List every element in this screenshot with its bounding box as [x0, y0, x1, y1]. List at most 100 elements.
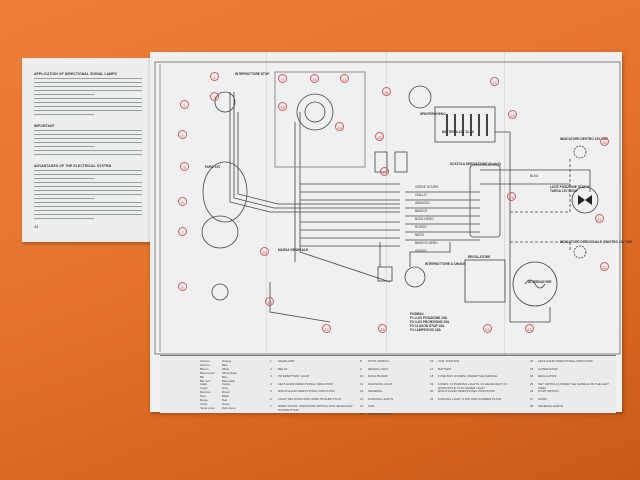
- text-line: [34, 178, 94, 180]
- callout-number: 26: [260, 247, 269, 256]
- legend-item-number: 24: [530, 374, 534, 378]
- callout-number: 27: [322, 324, 331, 333]
- label-battery: BATTERIA 12V 12 Ah: [442, 130, 474, 134]
- text-line: [34, 194, 142, 196]
- text-line: [34, 78, 142, 80]
- color-english: Blue: [222, 374, 228, 379]
- color-italian: Azzurro: [200, 362, 210, 367]
- callout-number: 19: [507, 192, 516, 201]
- callout-number: 25: [378, 324, 387, 333]
- fuse-title: FUSIBILI:: [410, 312, 425, 316]
- text-line: [34, 198, 94, 200]
- text-line: [34, 206, 142, 208]
- legend-item-label: DASH BOARD: [368, 374, 388, 378]
- color-italian: Rosso: [200, 398, 208, 402]
- color-english: White: [222, 366, 230, 371]
- fuse-item: F4 LAMPEGGIO 16A: [410, 328, 441, 332]
- legend-item-label: BATTERY: [438, 366, 452, 371]
- legend-item-label: FUSES: F1 PARKING LIGHTS, F2 HEADLIGHT, …: [438, 381, 507, 390]
- text-line: [34, 94, 94, 96]
- color-english: Green: [222, 401, 230, 406]
- callout-number: 4: [178, 130, 187, 139]
- callout-number: 14: [380, 167, 389, 176]
- wire-label: GRIGIO: [415, 249, 427, 253]
- wire-label: BIANCO-NERO: [415, 241, 438, 245]
- color-english: Orange: [222, 359, 232, 363]
- text-line: [34, 90, 142, 92]
- wire-label: ARANCIO: [415, 201, 430, 205]
- legend-item-number: 20: [430, 389, 434, 393]
- color-italian: Verde: [200, 401, 208, 406]
- text-line: [34, 214, 142, 216]
- callout-number: 7: [178, 227, 187, 236]
- legend-item-number: 4: [270, 381, 272, 386]
- callout-number: 21: [595, 214, 604, 223]
- legend-item-number: 22: [530, 359, 534, 363]
- legend-item-label: FUSE BOX (FUSES) UNDER THE SADDLE: [438, 374, 498, 378]
- legend-item-label: STOP SWITCH: [538, 389, 559, 393]
- text-line: [34, 146, 94, 148]
- legend-item-number: 23: [530, 366, 534, 371]
- legend-item-number: 15: [360, 411, 364, 416]
- legend-item-label: PARKING LIGHTS: [368, 396, 393, 401]
- text-line: [34, 110, 142, 112]
- legend-item-label: SPARKING PLUG: [368, 411, 393, 416]
- legend-item-label: DAZZLING LIGHT: [368, 381, 393, 386]
- text-line: [34, 218, 94, 220]
- callout-number: 24: [483, 324, 492, 333]
- callout-number: 15: [375, 132, 384, 141]
- color-english: Yellow: [222, 382, 230, 387]
- legend-item-number: 16: [430, 359, 434, 363]
- color-italian: Blu-nero: [200, 378, 211, 383]
- fuse-item: F1 LUCI POSIZIONE 16A: [410, 316, 448, 320]
- text-line: [34, 130, 142, 132]
- callout-number: 20: [600, 137, 609, 146]
- callout-number: 3: [210, 92, 219, 101]
- callout-number: 18: [508, 110, 517, 119]
- manual-left-page: APPLICATION OF DIRECTIONAL SIGNAL LAMPS …: [22, 58, 155, 242]
- text-line: [34, 134, 142, 136]
- label-right-indicator: INDICATORE DESTRO 12V 18W: [560, 137, 608, 141]
- heading-advantages: ADVANTAGES OF THE ELECTRICAL SYSTEM: [34, 164, 112, 168]
- label-left-indicator: INDICATORE DIREZIONALE SINISTRO 12V 18W: [560, 240, 632, 244]
- legend-item-number: 3: [270, 374, 272, 378]
- color-english: White-black: [222, 370, 237, 375]
- label-stop-switch: INTERRUTTORE STOP: [235, 72, 270, 76]
- color-italian: Bianco-nero: [200, 370, 216, 375]
- text-line: [34, 114, 94, 116]
- legend-item-label: DIRECTIONAL INDICATOR SWITCH AND HEADLIG…: [278, 404, 353, 412]
- text-line: [34, 202, 142, 204]
- color-italian: Marrone: [200, 390, 211, 395]
- legend-item-number: 18: [430, 374, 434, 378]
- callout-number: 12: [278, 102, 287, 111]
- legend-item-number: 21: [430, 396, 434, 401]
- text-line: [34, 170, 142, 172]
- label-distributor: SPINTEROGENO: [420, 112, 446, 116]
- color-italian: Giallo: [200, 382, 208, 387]
- legend-item-label: INTERMITTENT LIGHT: [278, 374, 310, 378]
- wiring-diagram-sheet: SPINTEROGENO BATTERIA 12V 12 Ah SCATOLA …: [150, 52, 632, 416]
- color-italian: Arancio: [200, 359, 210, 363]
- text-line: [34, 186, 142, 188]
- color-italian: Blu: [200, 374, 205, 379]
- color-italian: Verde scuro: [200, 405, 215, 410]
- fuse-item: F3 CLAXON STOP 15A: [410, 324, 445, 328]
- legend-item-number: 28: [530, 404, 534, 408]
- legend-item-label: ALTERNATOR: [538, 366, 558, 371]
- legend-item-number: 8: [360, 359, 362, 363]
- legend-item-number: 26: [530, 389, 534, 393]
- legend-item-label: REGULATOR: [538, 374, 557, 378]
- color-english: Black: [222, 394, 229, 399]
- legend-item-label: RELAY: [278, 366, 288, 371]
- legend-item-number: 1: [270, 359, 272, 363]
- color-english: Brown: [222, 390, 230, 395]
- callout-number: 11: [340, 74, 349, 83]
- color-italian: Grigio: [200, 386, 208, 391]
- legend-item-label: METER LIGHT: [368, 366, 389, 371]
- legend-item-label: LEFT-HAND DIRECTIONAL INDICATOR: [278, 381, 333, 386]
- legend-item-label: HEADLAMP: [278, 359, 295, 363]
- text-line: [34, 182, 142, 184]
- text-line: [34, 102, 142, 104]
- legend-item-label: HORN: [538, 396, 547, 401]
